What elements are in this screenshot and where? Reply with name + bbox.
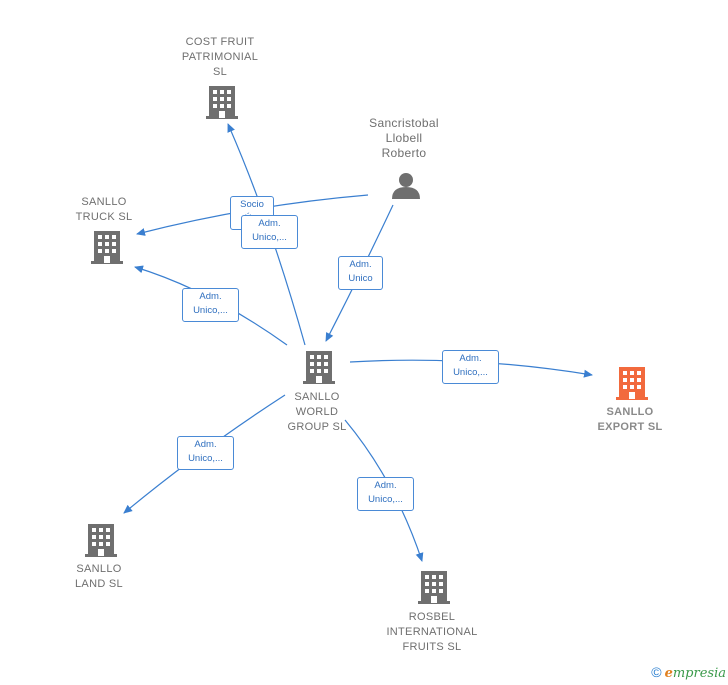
building-icon-truck[interactable] xyxy=(91,231,123,264)
brand-logo-initial: e xyxy=(664,666,673,681)
building-icon-rosbel[interactable] xyxy=(418,571,450,604)
brand-logo-text: mpresia xyxy=(672,666,726,681)
node-label-cost-fruit[interactable]: COST FRUIT PATRIMONIAL SL xyxy=(181,36,259,78)
building-icon-cost-fruit[interactable] xyxy=(206,86,238,119)
brand-footer: ©empresia xyxy=(651,664,726,681)
person-icon[interactable] xyxy=(392,173,420,199)
edge-label-world-truck: Adm. Unico,... xyxy=(182,288,239,322)
edge-label-world-land: Adm. Unico,... xyxy=(177,436,234,470)
node-label-world[interactable]: SANLLO WORLD GROUP SL xyxy=(287,391,347,433)
building-icon-export[interactable] xyxy=(616,367,648,400)
edge-label-person-world: Adm. Unico xyxy=(338,256,383,290)
node-label-person[interactable]: Sancristobal Llobell Roberto xyxy=(369,116,439,160)
edge-label-world-rosbel: Adm. Unico,... xyxy=(357,477,414,511)
building-icon-world[interactable] xyxy=(303,351,335,384)
node-label-truck[interactable]: SANLLO TRUCK SL xyxy=(75,196,133,223)
node-label-rosbel[interactable]: ROSBEL INTERNATIONAL FRUITS SL xyxy=(386,611,478,653)
edge-label-world-export: Adm. Unico,... xyxy=(442,350,499,384)
edge-label-world-cost: Adm. Unico,... xyxy=(241,215,298,249)
building-icon-land[interactable] xyxy=(85,524,117,557)
copyright-icon: © xyxy=(651,664,662,680)
node-label-export[interactable]: SANLLO EXPORT SL xyxy=(597,406,663,433)
node-label-land[interactable]: SANLLO LAND SL xyxy=(75,563,123,590)
